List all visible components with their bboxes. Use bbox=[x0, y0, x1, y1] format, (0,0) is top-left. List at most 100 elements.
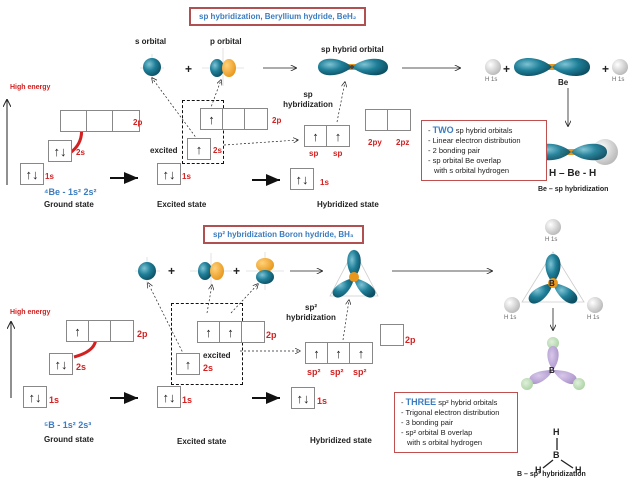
h1s-label-top: H 1s bbox=[545, 237, 558, 243]
plus-sign: + bbox=[233, 264, 241, 278]
orbital-cell bbox=[61, 111, 87, 131]
beh2-formula: H – Be - H bbox=[549, 168, 597, 179]
excited-2p-box: ↑ bbox=[200, 108, 268, 130]
info-line: - Trigonal electron distribution bbox=[401, 408, 500, 417]
ground-1s-label: 1s bbox=[45, 172, 54, 181]
excited-1s-label: 1s bbox=[182, 172, 191, 181]
b-center-label: B bbox=[549, 279, 555, 288]
b-sp2-orbitals bbox=[521, 251, 585, 304]
b-ground-1s-label: 1s bbox=[49, 395, 60, 405]
sp-hybrid-box: ↑ ↑ bbox=[304, 125, 350, 147]
orbital-cell bbox=[89, 321, 111, 341]
p-orbital-top bbox=[202, 48, 244, 86]
b-excited-label: excited bbox=[203, 351, 231, 360]
orbital-cell: ↑↓ bbox=[295, 171, 309, 187]
b-excited-state-caption: Excited state bbox=[177, 437, 227, 446]
be-sp-orbitals bbox=[514, 58, 590, 76]
info-line: sp² hybrid orbitals bbox=[438, 398, 498, 407]
info-line: with s orbital hydrogen bbox=[434, 166, 510, 175]
s-orbital-label: s orbital bbox=[135, 37, 167, 46]
info-line: with s orbital hydrogen bbox=[407, 438, 483, 447]
orbital-cell: ↑↓ bbox=[162, 166, 176, 182]
sp-section-title: sp hybridization, Beryllium hydride, BeH… bbox=[189, 7, 367, 26]
orbital-cell bbox=[381, 325, 403, 345]
s-orbital-bottom bbox=[135, 257, 160, 285]
b-electron-config: ⁵B - 1s² 2s³ bbox=[44, 420, 92, 430]
h-atom-top-bottom bbox=[545, 219, 561, 235]
orbital-cell bbox=[242, 322, 264, 342]
info-line: - sp orbital Be overlap bbox=[428, 156, 501, 165]
b-ground-state-caption: Ground state bbox=[44, 435, 94, 444]
plus-sign: + bbox=[168, 264, 176, 278]
orbital-cell: ↑↓ bbox=[28, 389, 42, 405]
b-ground-1s-box: ↑↓ bbox=[23, 386, 47, 408]
sp2-label-3: sp² bbox=[353, 367, 367, 377]
p-orbital-label: p orbital bbox=[210, 37, 242, 46]
orbital-cell: ↑ bbox=[357, 345, 365, 361]
b-hybrid-1s-label: 1s bbox=[317, 396, 328, 406]
b-ground-2s-box: ↑↓ bbox=[49, 353, 73, 375]
orbital-cell: ↑↓ bbox=[25, 166, 39, 182]
orbital-cell: ↑ bbox=[184, 356, 192, 372]
orbital-cell: ↑↓ bbox=[54, 356, 68, 372]
plus-sign: + bbox=[185, 62, 193, 76]
orbital-cell bbox=[87, 111, 113, 131]
excited-2p-label: 2p bbox=[272, 116, 282, 125]
hybrid-1s-label: 1s bbox=[320, 178, 329, 187]
sp2-label-2: sp² bbox=[330, 367, 344, 377]
h1s-label-right-b: H 1s bbox=[587, 315, 600, 321]
orbital-cell: ↑ bbox=[198, 322, 220, 342]
info-highlight: THREE bbox=[405, 397, 437, 407]
sp-process-label: sp hybridization bbox=[283, 90, 333, 109]
high-energy-label-top: High energy bbox=[10, 84, 51, 91]
excited-1s-box: ↑↓ bbox=[157, 163, 181, 185]
h1s-label-left: H 1s bbox=[485, 77, 498, 83]
ground-2s-label: 2s bbox=[76, 148, 85, 157]
info-highlight: TWO bbox=[432, 125, 454, 135]
lewis-h-right: H bbox=[575, 465, 582, 475]
b-excited-1s-box: ↑↓ bbox=[157, 386, 181, 408]
be-sp-caption: Be – sp hybridization bbox=[538, 186, 609, 193]
sp2-hybrid-box: ↑ ↑ ↑ bbox=[305, 342, 373, 364]
b-unhybridized-p-box bbox=[380, 324, 404, 346]
lewis-h-top: H bbox=[553, 427, 560, 437]
excited-2s-box: ↑ bbox=[187, 138, 211, 160]
b-bonded-center-label: B bbox=[549, 366, 555, 375]
ground-2s-box: ↑↓ bbox=[48, 140, 72, 162]
px-orbital-bottom bbox=[190, 253, 232, 290]
py-orbital-bottom bbox=[246, 252, 284, 290]
bh3-bonded-shape bbox=[521, 337, 585, 390]
sp2-process-label: sp² hybridization bbox=[286, 303, 336, 322]
be-electron-config: ⁴Be - 1s² 2s² bbox=[44, 187, 97, 197]
orbital-cell bbox=[245, 109, 267, 129]
orbital-cell: ↑↓ bbox=[53, 143, 67, 159]
h1s-label-right: H 1s bbox=[612, 77, 625, 83]
b-excited-selection-box bbox=[171, 303, 243, 385]
ground-state-caption: Ground state bbox=[44, 200, 94, 209]
h1s-label-left-b: H 1s bbox=[504, 315, 517, 321]
excited-2s-label: 2s bbox=[213, 146, 222, 155]
s-orbital-top bbox=[140, 54, 164, 80]
b-ground-2s-label: 2s bbox=[76, 362, 87, 372]
excited-state-caption: Excited state bbox=[157, 200, 207, 209]
info-line: sp hybrid orbitals bbox=[455, 126, 513, 135]
info-line: - 3 bonding pair bbox=[401, 418, 454, 427]
info-line: - 2 bonding pair bbox=[428, 146, 481, 155]
sp-label-2: sp bbox=[333, 149, 343, 158]
b-excited-1s-label: 1s bbox=[182, 395, 193, 405]
b-hybrid-1s-box: ↑↓ bbox=[291, 387, 315, 409]
sp2-label-1: sp² bbox=[307, 367, 321, 377]
sp-hybrid-orbital-label: sp hybrid orbital bbox=[321, 45, 384, 54]
ground-1s-box: ↑↓ bbox=[20, 163, 44, 185]
be-label: Be bbox=[558, 78, 569, 87]
sp-hybrid-orbital-shape bbox=[318, 58, 388, 76]
hybrid-1s-box: ↑↓ bbox=[290, 168, 314, 190]
orbital-cell: ↑↓ bbox=[296, 390, 310, 406]
h-atom-left-bottom bbox=[504, 297, 520, 313]
orbital-cell: ↑ bbox=[334, 128, 342, 144]
orbital-cell bbox=[111, 321, 133, 341]
sp2-section-title: sp² hybridization Boron hydride, BH₃ bbox=[203, 225, 364, 244]
orbital-cell: ↑↓ bbox=[162, 389, 176, 405]
orbital-cell: ↑ bbox=[201, 109, 223, 129]
orbital-cell: ↑ bbox=[67, 321, 89, 341]
